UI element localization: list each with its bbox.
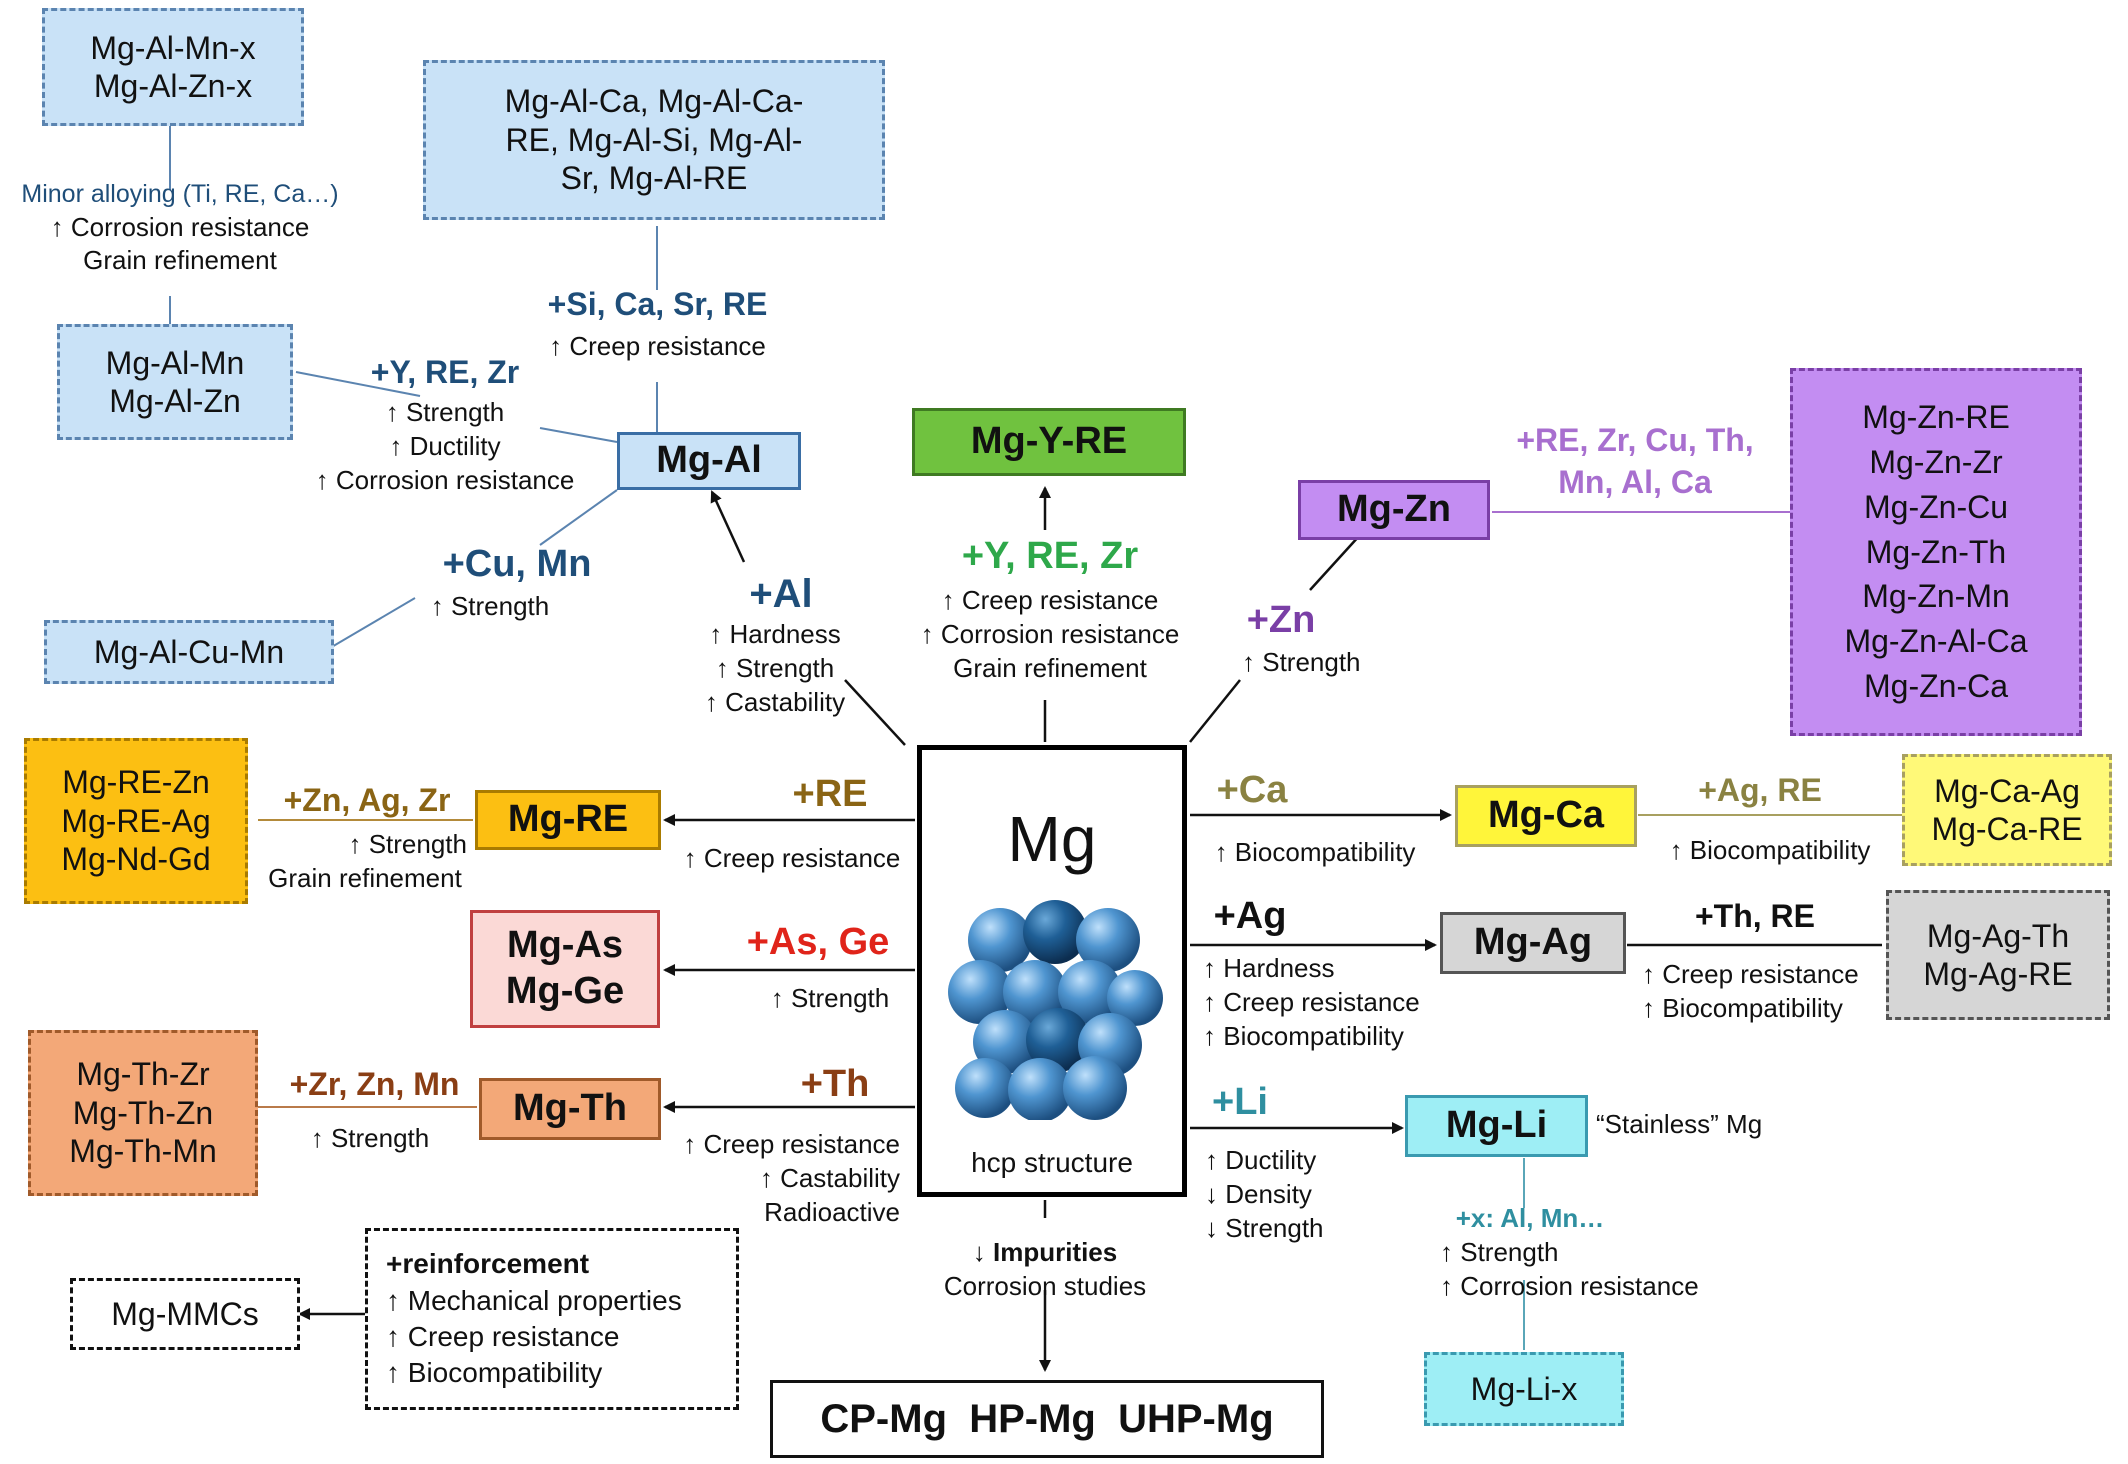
mg-li-x-box: Mg-Li-x — [1424, 1352, 1624, 1426]
mg-li-box: Mg-Li — [1405, 1095, 1588, 1157]
mg-center-subtitle: hcp structure — [971, 1147, 1133, 1178]
mg-al-cu-mn-box: Mg-Al-Cu-Mn — [44, 620, 334, 684]
mg-zn-props: ↑ Strength — [1242, 647, 1361, 677]
mg-ag-add-label: +Ag — [1213, 895, 1287, 937]
mg-center-title: Mg — [1007, 803, 1097, 875]
mg-y-re-box: Mg-Y-RE — [912, 408, 1186, 476]
mg-ca-sub-props: ↑ Biocompatibility — [1669, 835, 1871, 865]
mg-th-sub-add-label: +Zr, Zn, Mn — [289, 1066, 460, 1102]
mg-ag-sub-add-label: +Th, RE — [1694, 898, 1815, 934]
mg-th-sub-props: ↑ Strength — [310, 1123, 430, 1153]
mg-ag-props: ↑ Hardness↑ Creep resistance↑ Biocompati… — [1203, 953, 1420, 1051]
mg-mmcs-box: Mg-MMCs — [70, 1278, 300, 1350]
mg-re-add-label: +RE — [792, 773, 868, 815]
mg-li-stainless-note: “Stainless” Mg — [1596, 1109, 1763, 1139]
mg-y-re-add-label: +Y, RE, Zr — [961, 535, 1139, 577]
mg-li-add-label: +Li — [1212, 1081, 1268, 1123]
mg-al-yrezr-props: ↑ Strength↑ Ductility↑ Corrosion resista… — [315, 397, 575, 495]
mg-al-sicasrre-add-label: +Si, Ca, Sr, RE — [547, 286, 768, 322]
mg-al-minor-label-group: Minor alloying (Ti, RE, Ca…) ↑ Corrosion… — [21, 180, 339, 276]
pure-mg-grades-box: CP-Mg HP-Mg UHP-Mg — [770, 1380, 1324, 1458]
mg-zn-add-label: +Zn — [1246, 599, 1316, 641]
mg-al-ca-si-sr-re-box: Mg-Al-Ca, Mg-Al-Ca-RE, Mg-Al-Si, Mg-Al-S… — [423, 60, 885, 220]
mg-re-props: ↑ Creep resistance — [683, 843, 901, 873]
mg-al-add-label: +Al — [749, 572, 813, 616]
mg-ag-sub-props: ↑ Creep resistance↑ Biocompatibility — [1642, 959, 1859, 1023]
pure-mg-labels: ↓ Impurities Corrosion studies — [943, 1237, 1147, 1301]
mg-li-props: ↑ Ductility↓ Density↓ Strength — [1205, 1145, 1324, 1243]
mg-zn-sub-add-label: +RE, Zr, Cu, Th,Mn, Al, Ca — [1516, 422, 1754, 500]
mg-y-re-props: ↑ Creep resistance↑ Corrosion resistance… — [920, 585, 1180, 683]
mg-ca-sub-add-label: +Ag, RE — [1698, 772, 1822, 808]
mg-ca-box: Mg-Ca — [1455, 785, 1637, 847]
mg-th-box: Mg-Th — [479, 1078, 661, 1140]
mg-mmcs-reinforcement-box: +reinforcement ↑ Mechanical properties↑ … — [365, 1228, 739, 1410]
mg-ca-props: ↑ Biocompatibility — [1214, 837, 1416, 867]
hcp-crystal-image — [948, 900, 1163, 1120]
mg-re-sub-add-label: +Zn, Ag, Zr — [283, 782, 451, 818]
mg-ca-add-label: +Ca — [1216, 769, 1288, 811]
mg-re-sub-props: ↑ Strength Grain refinement — [268, 829, 467, 893]
mg-al-cumn-add-label: +Cu, Mn — [442, 543, 592, 585]
mg-re-box: Mg-RE — [475, 790, 661, 850]
mg-th-add-label: +Th — [800, 1063, 870, 1105]
mg-li-sub-props: ↑ Strength↑ Corrosion resistance — [1440, 1237, 1699, 1301]
mg-zn-box: Mg-Zn — [1298, 480, 1490, 540]
mg-al-sicasrre-props: ↑ Creep resistance — [549, 331, 766, 361]
mg-al-cumn-props: ↑ Strength — [430, 591, 550, 621]
mg-as-ge-props: ↑ Strength — [770, 983, 890, 1013]
mg-li-sub-add-label: +x: Al, Mn… — [1455, 1203, 1605, 1233]
mg-center-box: Mg — [917, 745, 1187, 1197]
mg-as-ge-add-label: +As, Ge — [746, 921, 890, 963]
mg-al-box: Mg-Al — [617, 432, 801, 490]
mg-ag-box: Mg-Ag — [1440, 912, 1626, 974]
mg-al-props: ↑ Hardness↑ Strength↑ Castability — [704, 619, 846, 717]
mg-al-yrezr-add-label: +Y, RE, Zr — [370, 354, 520, 390]
